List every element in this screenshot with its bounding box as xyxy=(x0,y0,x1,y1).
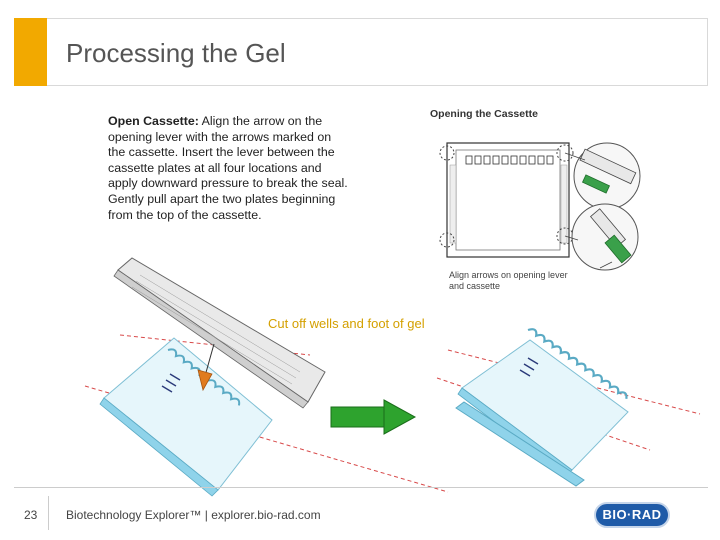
title-accent xyxy=(14,18,47,86)
left-gel-scene xyxy=(84,257,449,497)
instructions-lead: Open Cassette: xyxy=(108,114,199,128)
right-gel-scene xyxy=(436,328,701,487)
instructions: Open Cassette: Align the arrow on the op… xyxy=(108,114,348,223)
slide-title: Processing the Gel xyxy=(66,38,286,68)
footer-rule xyxy=(14,487,708,488)
arrow-right-icon xyxy=(330,399,417,435)
page-number: 23 xyxy=(24,508,38,522)
footer-text: Biotechnology Explorer™ | explorer.bio-r… xyxy=(66,508,321,522)
instructions-body: Align the arrow on the opening lever wit… xyxy=(108,114,348,222)
cassette-diagram xyxy=(439,142,641,271)
footer-divider xyxy=(48,496,49,530)
title-bar xyxy=(14,18,708,86)
bio-rad-logo: BIO·RAD xyxy=(594,502,670,528)
diagram-title: Opening the Cassette xyxy=(430,108,538,120)
cut-caption: Cut off wells and foot of gel xyxy=(268,316,425,331)
align-caption: Align arrows on opening lever and casset… xyxy=(449,270,568,291)
